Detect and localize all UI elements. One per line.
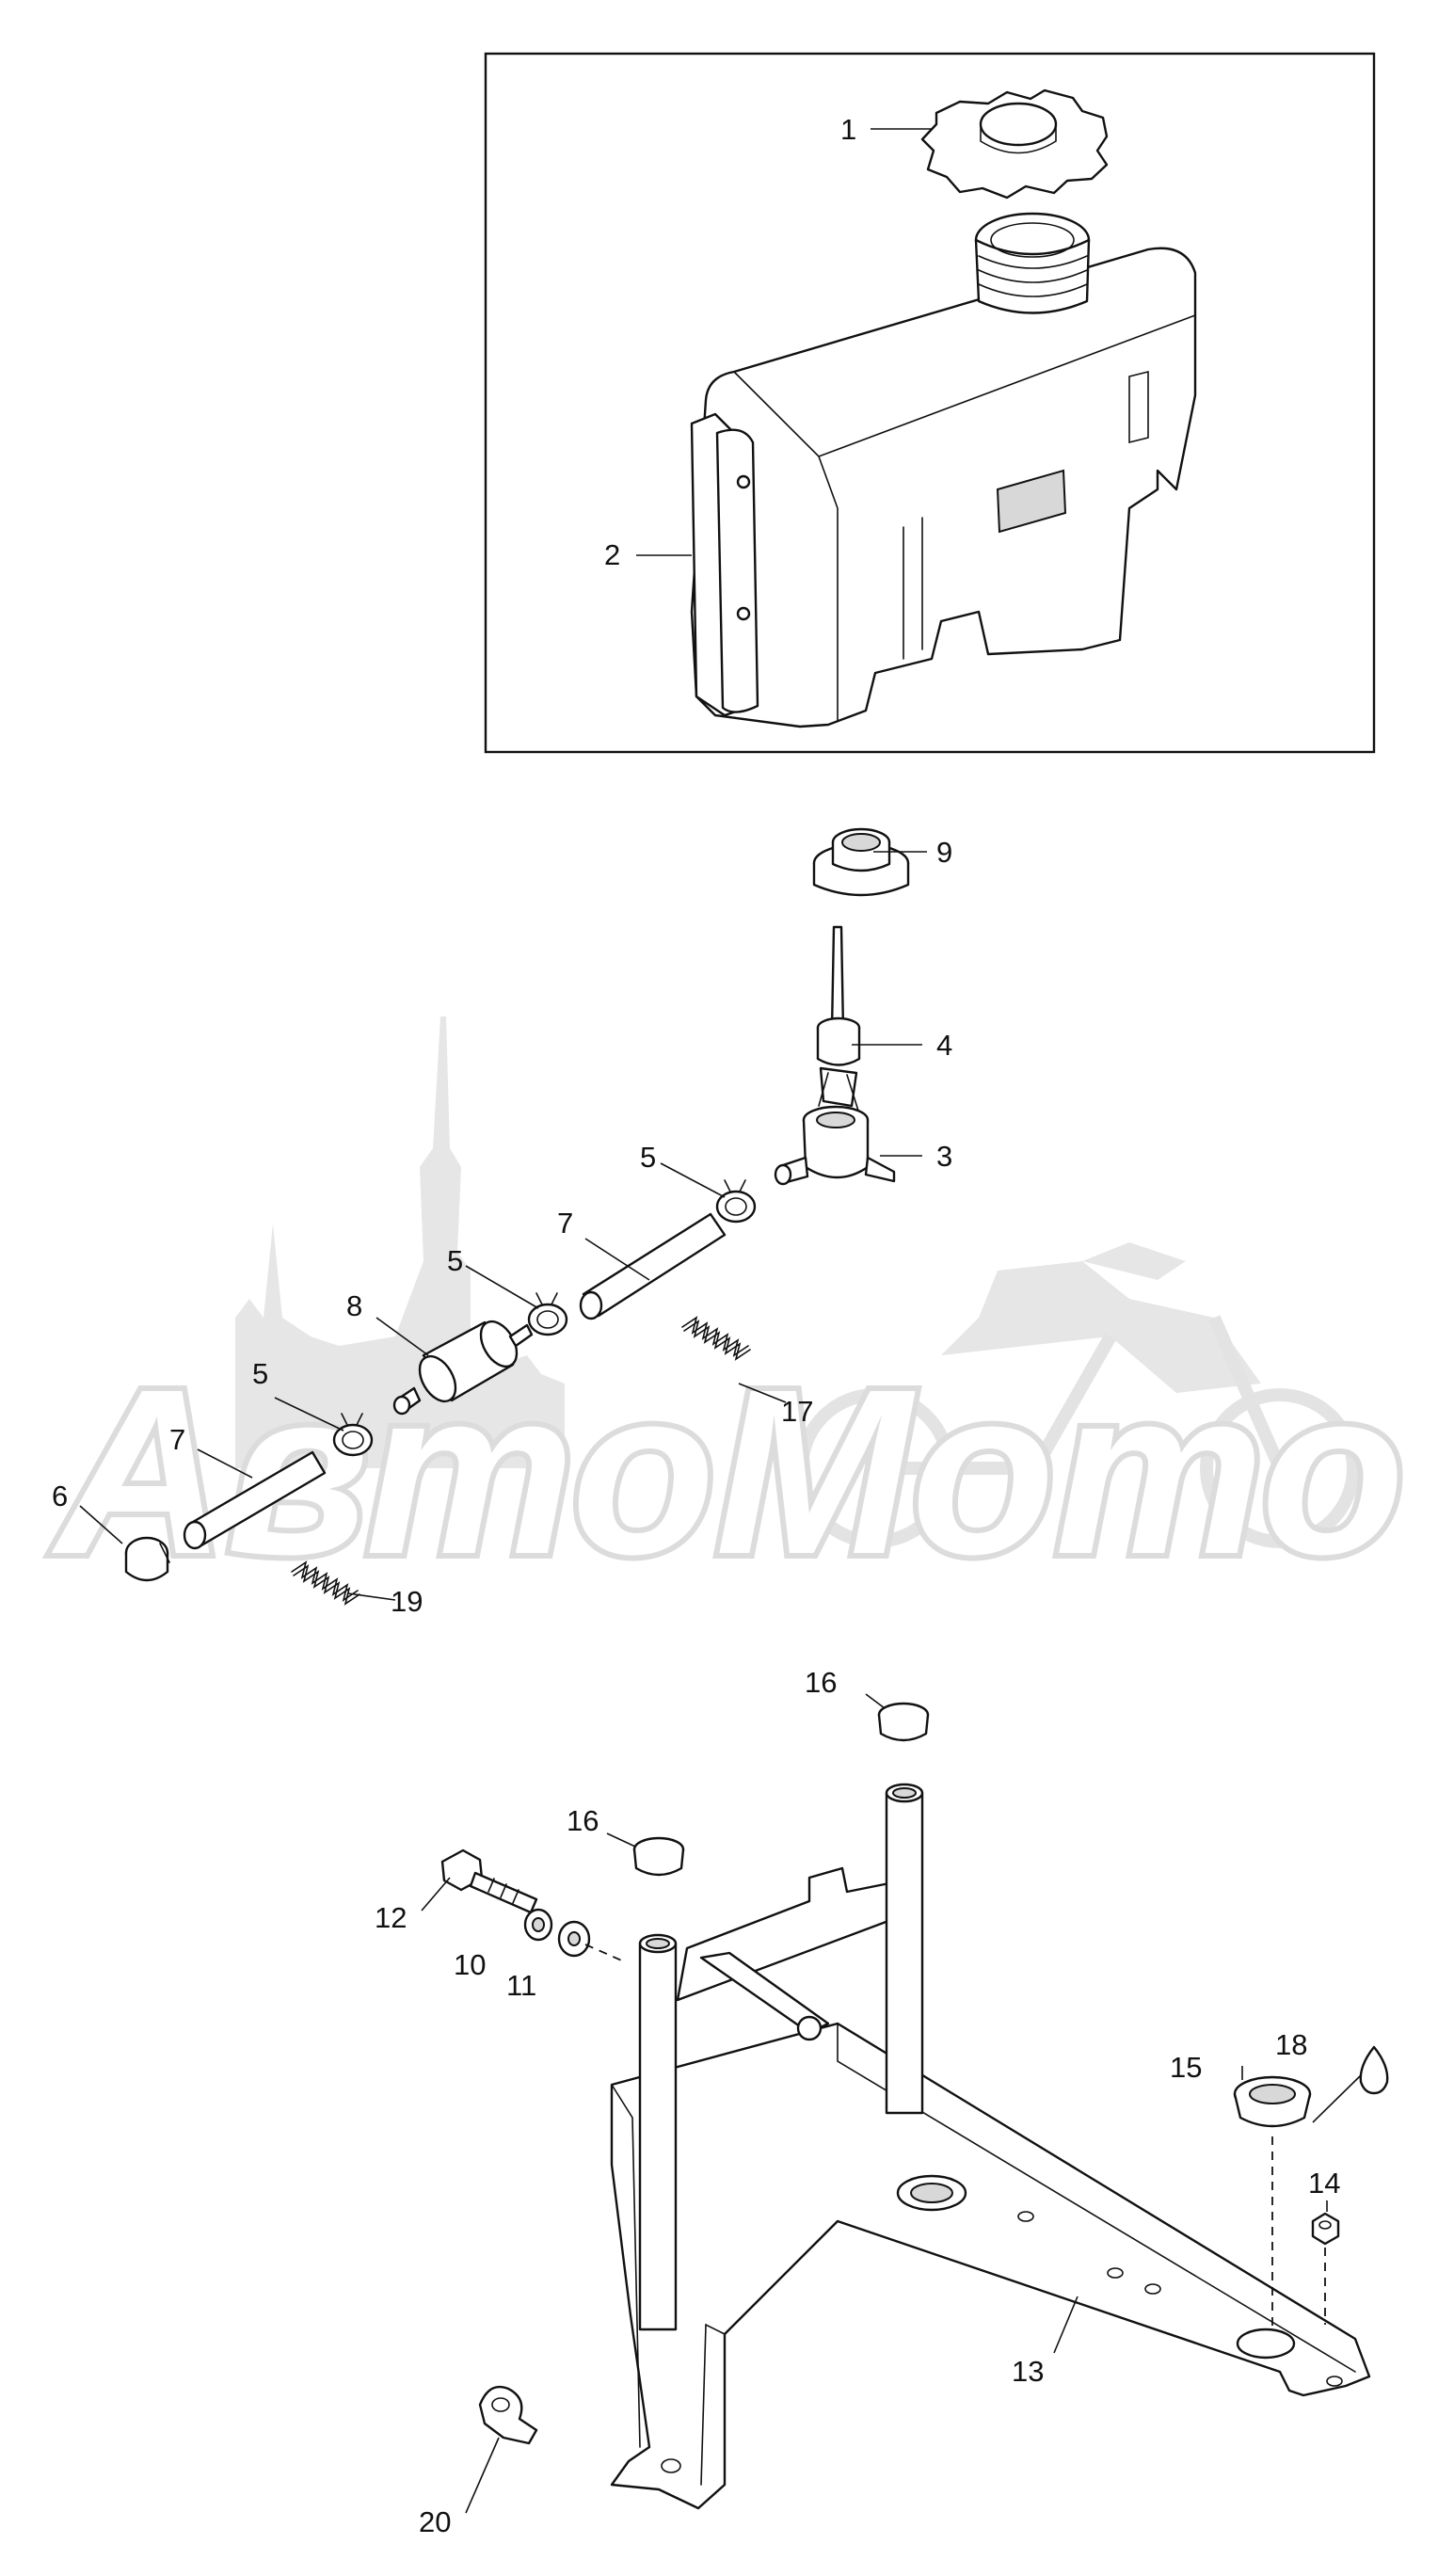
callout-5-upper: 5 [640,1141,656,1174]
callout-15: 15 [1170,2051,1202,2084]
part-7-hose-upper [579,1212,727,1320]
leader-lines [79,128,1328,2514]
callout-11: 11 [506,1969,536,2002]
part-13-frame [610,1783,1371,2510]
callout-labels: 1 2 9 4 3 5 7 5 8 5 17 7 6 19 16 16 12 1… [52,113,1340,2538]
callout-6: 6 [52,1480,68,1512]
callout-17: 17 [781,1395,813,1428]
part-4-sender [816,925,861,1112]
part-5-clamp-upper [715,1179,757,1224]
watermark-text: АвтоМото [51,1340,1405,1603]
part-8-fuel-filter [392,1320,534,1416]
watermark-spire [235,1016,565,1468]
callout-1: 1 [840,113,856,146]
callout-7-lower: 7 [169,1423,185,1456]
callout-9: 9 [936,836,952,869]
callout-7-upper: 7 [557,1207,573,1240]
part-16-cap-lower [632,1836,685,1877]
callout-14: 14 [1308,2167,1340,2200]
bolt-axis [584,1944,627,1963]
part-6-clip [124,1536,170,1582]
tank-panel-frame [484,52,1376,754]
callout-16-lower: 16 [567,1804,599,1837]
part-18-grease-drop [1312,2045,1389,2123]
part-3-fuel-tap [774,1105,896,1186]
callout-3: 3 [936,1140,952,1173]
callout-2: 2 [604,538,620,571]
callout-4: 4 [936,1029,952,1062]
callout-5-lower: 5 [252,1357,268,1390]
part-14-nut [1311,2212,1340,2246]
part-9-bushing [812,827,910,897]
callout-10: 10 [454,1948,486,1981]
fuel-cap [920,88,1109,200]
callout-12: 12 [375,1901,407,1934]
part-5-clamp-middle [527,1292,568,1336]
callout-19: 19 [391,1585,423,1618]
callout-8: 8 [346,1289,362,1322]
part-7-hose-lower [183,1450,327,1550]
callout-16-upper: 16 [805,1666,837,1699]
callout-5-middle: 5 [447,1244,463,1277]
part-10-washer [523,1908,553,1942]
part-20-clip [478,2385,538,2445]
part-12-bolt [440,1848,538,1914]
part-11-washer [557,1920,591,1958]
watermark-motorcycle [795,1242,1360,1548]
callout-13: 13 [1012,2355,1044,2388]
part-17-spring [681,1316,751,1361]
watermark: АвтоМото [45,1016,1411,1608]
part-16-cap-upper [877,1702,930,1742]
fuel-tank [690,212,1197,728]
part-5-clamp-lower [332,1413,374,1457]
callout-18: 18 [1275,2028,1307,2061]
part-19-spring [291,1560,360,1606]
callout-20: 20 [419,2505,451,2538]
part-15-grommet [1233,2075,1312,2128]
